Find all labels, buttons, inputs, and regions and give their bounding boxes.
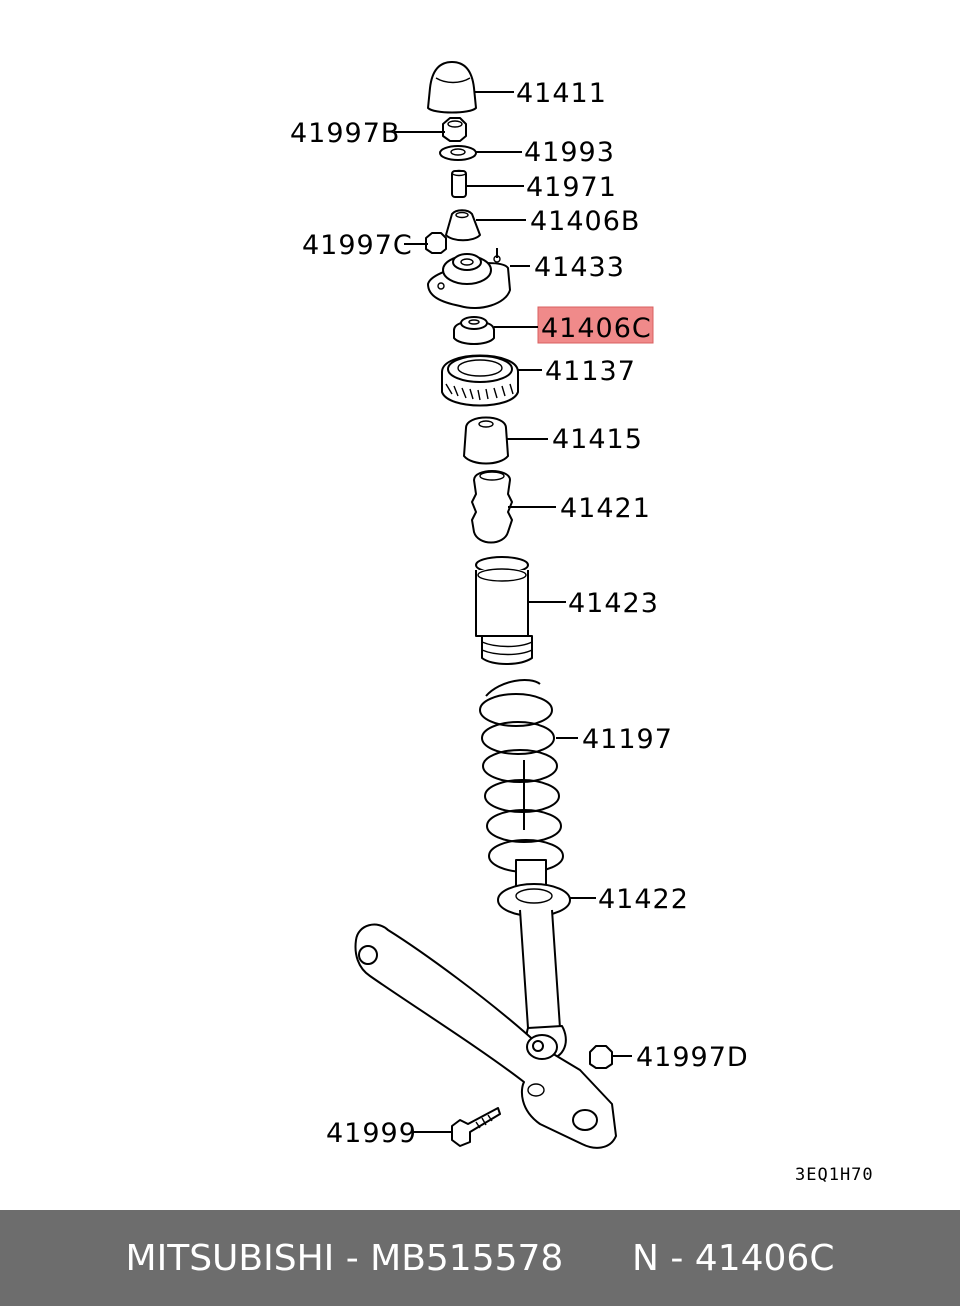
part-41411-drawing — [427, 61, 477, 114]
label-41997b: 41997B — [290, 118, 400, 149]
part-41971-drawing — [451, 169, 467, 198]
footer-gap — [563, 1238, 632, 1279]
leader-lines — [394, 91, 632, 1133]
footer-ref: N - 41406C — [632, 1237, 835, 1279]
part-41997b-drawing — [442, 117, 467, 142]
label-41137: 41137 — [545, 356, 636, 387]
part-41415-drawing — [463, 416, 509, 465]
label-41406c: 41406C — [541, 313, 652, 344]
label-41422: 41422 — [598, 884, 689, 915]
label-41406b: 41406B — [530, 206, 640, 237]
footer-bar: MITSUBISHI - MB515578 N - 41406C — [0, 1210, 960, 1306]
label-41415: 41415 — [552, 424, 643, 455]
label-41993: 41993 — [524, 137, 615, 168]
part-41433-drawing — [427, 248, 511, 309]
part-41406b-drawing — [445, 209, 481, 242]
part-41997d-drawing — [589, 1045, 613, 1069]
label-41997c: 41997C — [302, 230, 413, 261]
label-41433: 41433 — [534, 252, 625, 283]
highlight-box — [537, 306, 654, 344]
label-41197: 41197 — [582, 724, 673, 755]
exploded-parts-diagram: 41411 41997B 41993 41971 41406B 41997C 4… — [290, 61, 874, 1185]
drawing-code: 3EQ1H70 — [795, 1165, 874, 1185]
label-41423: 41423 — [568, 588, 659, 619]
part-41406c-drawing — [453, 316, 495, 345]
label-41971: 41971 — [526, 172, 617, 203]
part-41997c-drawing — [425, 232, 447, 254]
part-41999-drawing — [451, 1107, 501, 1147]
label-41411: 41411 — [516, 78, 607, 109]
part-41423-drawing — [475, 556, 533, 665]
part-41197-drawing — [479, 679, 564, 873]
label-41997d: 41997D — [636, 1042, 749, 1073]
part-41993-drawing — [439, 145, 477, 161]
part-41421-drawing — [471, 470, 513, 544]
part-41137-drawing — [441, 354, 519, 407]
footer-brand-part: MITSUBISHI - MB515578 — [125, 1237, 564, 1279]
label-41999: 41999 — [326, 1118, 417, 1149]
label-41421: 41421 — [560, 493, 651, 524]
lower-arm-drawing — [354, 923, 617, 1149]
